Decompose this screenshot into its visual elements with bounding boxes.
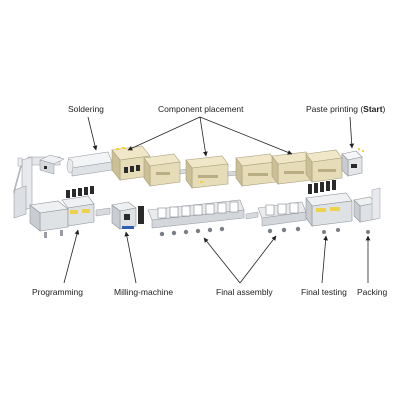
label-component-placement: Component placement (158, 104, 244, 114)
paste-printing-start: Start (363, 104, 383, 114)
paste-printing-text: Paste printing ( (306, 104, 364, 114)
lower-conveyor-line (29, 180, 381, 238)
paste-printing-close: ) (382, 104, 386, 114)
arrow-final-testing (321, 235, 329, 284)
arrow-placement-1 (127, 116, 201, 151)
soldering-oven (66, 151, 113, 177)
arrow-final-assembly-1 (203, 237, 241, 284)
arrow-soldering (87, 116, 98, 151)
callout-arrows (63, 116, 371, 284)
label-soldering: Soldering (68, 104, 104, 114)
arrow-final-assembly-2 (239, 235, 277, 284)
label-final-testing: Final testing (301, 287, 347, 297)
placement-machine-1 (111, 145, 151, 181)
paste-printer (341, 148, 364, 177)
final-testing-station (305, 180, 353, 234)
label-final-assembly: Final assembly (216, 287, 273, 297)
arrow-programming (63, 229, 80, 284)
programming-station (29, 186, 95, 238)
placement-machine-6 (305, 149, 343, 183)
upper-conveyor-line (27, 145, 364, 189)
label-paste-printing: Paste printing (Start) (306, 104, 385, 114)
placement-machine-3 (185, 155, 229, 189)
left-turn-conveyor (13, 156, 33, 219)
final-assembly-stations (147, 199, 307, 237)
placement-machine-2 (143, 153, 181, 187)
arrow-placement-2 (199, 116, 208, 157)
packing-station (353, 187, 381, 234)
arrow-paste-printing (349, 116, 355, 149)
soldering-entry-module (39, 154, 65, 175)
milling-machine (111, 201, 144, 230)
placement-machine-5 (271, 151, 313, 185)
label-packing: Packing (357, 287, 388, 297)
placement-machine-4 (235, 153, 277, 187)
arrow-placement-3 (199, 116, 293, 155)
arrow-milling (124, 231, 137, 284)
label-milling-machine: Milling-machine (114, 287, 174, 297)
label-programming: Programming (32, 287, 84, 297)
